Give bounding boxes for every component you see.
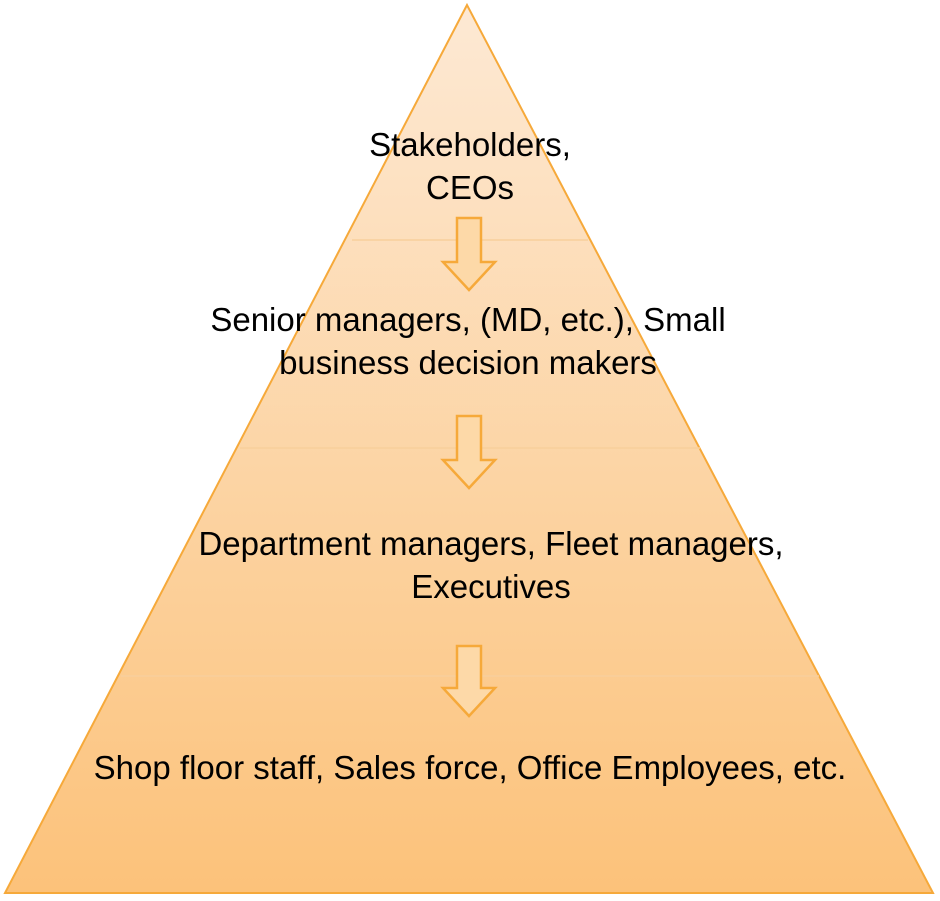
level-4-line-1: Shop floor staff, Sales force, Office Em… bbox=[93, 749, 847, 786]
down-arrow-icon bbox=[440, 644, 498, 718]
level-3-label: Department managers, Fleet managers, Exe… bbox=[21, 522, 940, 608]
level-2-line-1: Senior managers, (MD, etc.), Small bbox=[210, 301, 726, 338]
level-2-line-2: business decision makers bbox=[279, 344, 657, 381]
level-1-line-2: CEOs bbox=[425, 169, 514, 206]
level-1-line-1: Stakeholders, bbox=[369, 126, 571, 163]
level-3-line-2: Executives bbox=[411, 568, 571, 605]
down-arrow-icon bbox=[440, 216, 498, 292]
down-arrow-icon bbox=[440, 414, 498, 490]
level-2-label: Senior managers, (MD, etc.), Small busin… bbox=[0, 298, 938, 384]
level-1-label: Stakeholders, CEOs bbox=[0, 123, 940, 209]
level-4-label: Shop floor staff, Sales force, Office Em… bbox=[0, 746, 940, 789]
level-3-line-1: Department managers, Fleet managers, bbox=[198, 525, 784, 562]
